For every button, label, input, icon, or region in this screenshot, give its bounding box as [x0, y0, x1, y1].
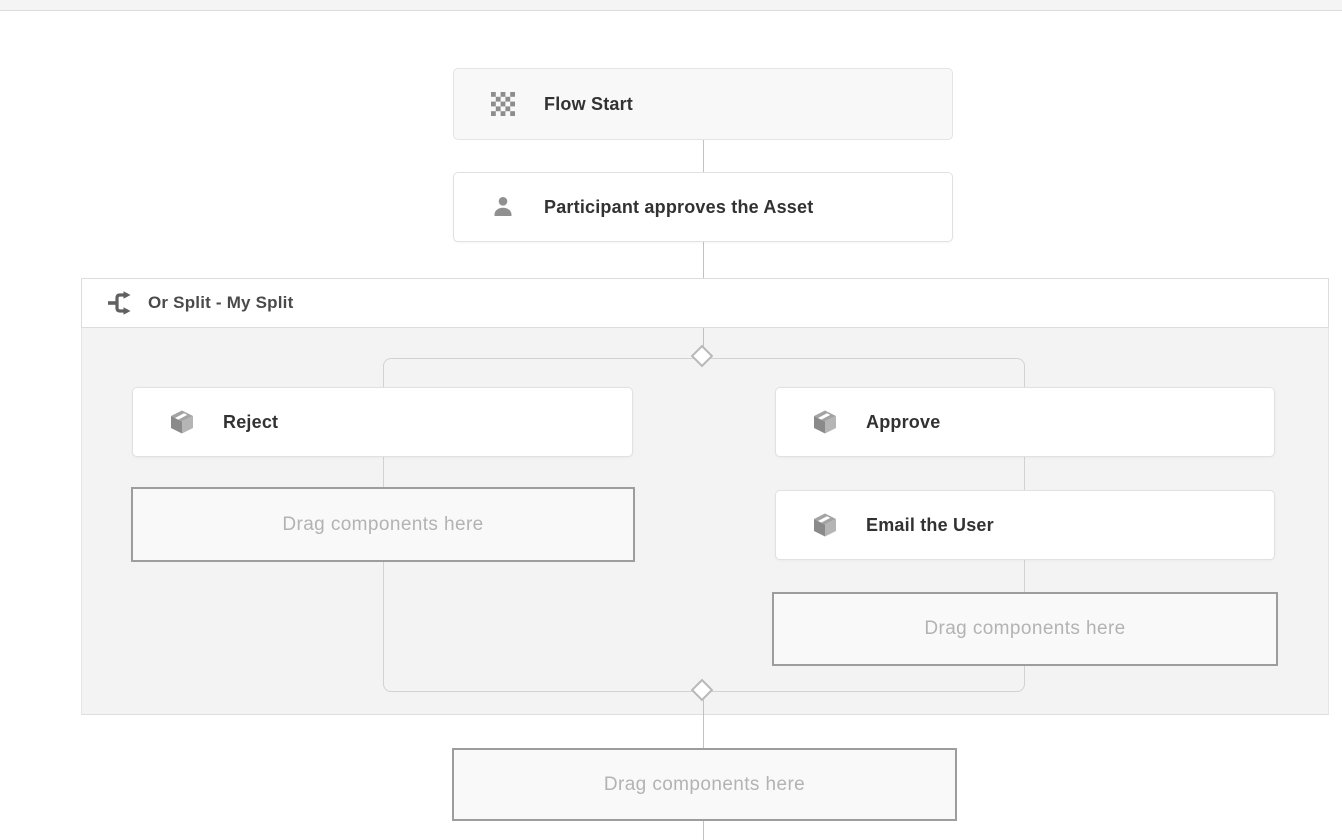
node-label: Approve [866, 411, 941, 432]
package-icon [169, 409, 195, 435]
checkerboard-icon [490, 91, 516, 117]
dropzone-branch-left[interactable]: Drag components here [131, 487, 635, 562]
node-approve-step[interactable]: Approve [775, 387, 1275, 457]
node-label: Participant approves the Asset [544, 196, 814, 217]
package-icon [812, 512, 838, 538]
node-flow-start[interactable]: Flow Start [453, 68, 953, 140]
top-edge-bar [0, 0, 1342, 11]
connector-line [703, 242, 704, 278]
user-icon [490, 194, 516, 220]
split-icon [107, 290, 133, 316]
node-label: Flow Start [544, 93, 634, 114]
dropzone-after-split[interactable]: Drag components here [452, 748, 957, 821]
dropzone-branch-right[interactable]: Drag components here [772, 592, 1278, 666]
connector-line [703, 700, 704, 748]
node-participant-step[interactable]: Participant approves the Asset [453, 172, 953, 242]
package-icon [812, 409, 838, 435]
connector-line [703, 328, 704, 350]
dropzone-label: Drag components here [282, 513, 484, 535]
split-title: Or Split - My Split [148, 293, 294, 312]
node-reject-step[interactable]: Reject [132, 387, 633, 457]
dropzone-label: Drag components here [603, 773, 806, 795]
node-label: Reject [223, 411, 279, 432]
node-label: Email the User [866, 514, 994, 535]
node-or-split[interactable]: Or Split - My Split [81, 278, 1329, 328]
node-email-step[interactable]: Email the User [775, 490, 1275, 560]
connector-line [703, 140, 704, 172]
dropzone-label: Drag components here [924, 618, 1126, 639]
connector-line [703, 821, 704, 840]
